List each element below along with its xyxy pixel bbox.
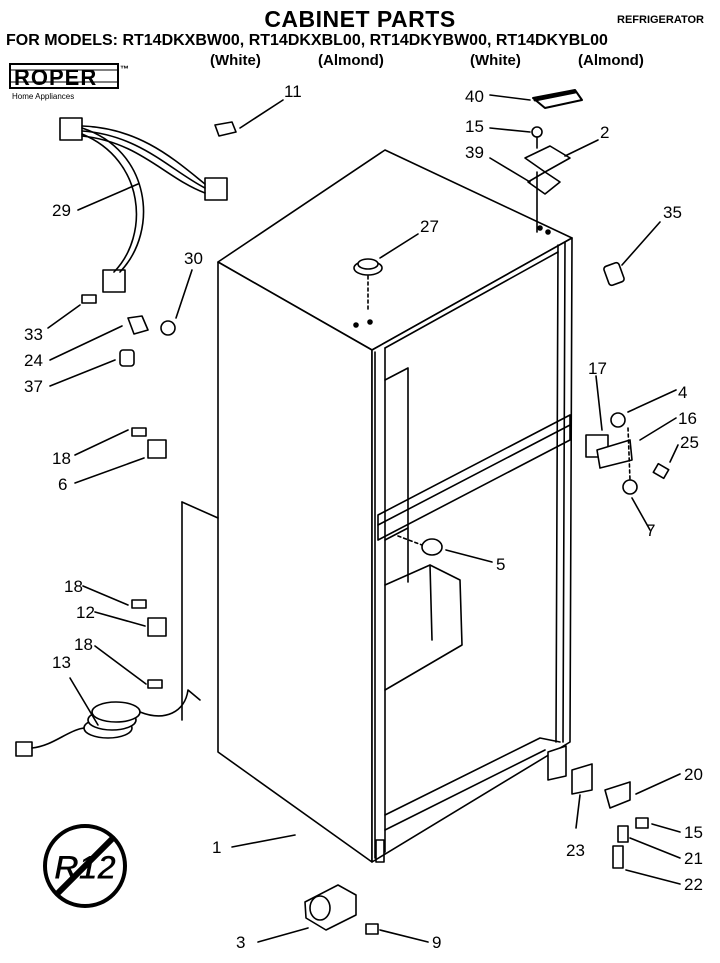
callout-label: 17 xyxy=(588,359,607,378)
callout-label: 37 xyxy=(24,377,43,396)
wiring-harness xyxy=(59,117,228,293)
callout-label: 23 xyxy=(566,841,585,860)
variant-label: (Almond) xyxy=(318,52,384,69)
refrigerator-cabinet xyxy=(181,149,573,863)
callout-label: 24 xyxy=(24,351,43,370)
callout-label: 39 xyxy=(465,143,484,162)
callout-label: 18 xyxy=(74,635,93,654)
callout-label: 4 xyxy=(678,383,687,402)
power-cord xyxy=(15,689,201,757)
callout-label: 27 xyxy=(420,217,439,236)
callout-label: 15 xyxy=(465,117,484,136)
callout-label: 30 xyxy=(184,249,203,268)
top-hinge-assembly xyxy=(524,89,583,235)
callout-label: 21 xyxy=(684,849,703,868)
callout-label: 5 xyxy=(496,555,505,574)
refrigerant-r12-badge: R12 xyxy=(43,824,127,908)
callout-label: 13 xyxy=(52,653,71,672)
callout-label: 18 xyxy=(64,577,83,596)
variant-label: (White) xyxy=(470,52,521,69)
callout-label: 3 xyxy=(236,933,245,952)
brand-tagline: Home Appliances xyxy=(12,92,74,101)
callout-label: 16 xyxy=(678,409,697,428)
callout-label: 2 xyxy=(600,123,609,142)
callout-label: 18 xyxy=(52,449,71,468)
callout-label: 11 xyxy=(284,82,302,101)
roper-logo: ROPER ™ Home Appliances xyxy=(9,63,129,101)
callout-labels: 11 40 15 2 39 35 29 27 30 33 24 37 17 4 … xyxy=(24,82,703,952)
brand-name: ROPER xyxy=(14,65,97,90)
callout-label: 7 xyxy=(646,521,655,540)
callout-label: 25 xyxy=(680,433,699,452)
models-line: FOR MODELS: RT14DKXBW00, RT14DKXBL00, RT… xyxy=(6,32,608,49)
callout-leaders xyxy=(47,94,681,943)
variant-label: (White) xyxy=(210,52,261,69)
callout-label: 1 xyxy=(212,838,221,857)
callout-label: 15 xyxy=(684,823,703,842)
callout-label: 6 xyxy=(58,475,67,494)
document-type-label: REFRIGERATOR xyxy=(617,14,704,26)
variant-label: (Almond) xyxy=(578,52,644,69)
page-title: CABINET PARTS xyxy=(264,6,456,32)
callout-label: 22 xyxy=(684,875,703,894)
callout-label: 20 xyxy=(684,765,703,784)
misc-parts xyxy=(81,121,670,935)
callout-label: 9 xyxy=(432,933,441,952)
brand-trademark: ™ xyxy=(120,64,129,74)
callout-label: 40 xyxy=(465,87,484,106)
callout-label: 12 xyxy=(76,603,95,622)
callout-label: 29 xyxy=(52,201,71,220)
callout-label: 35 xyxy=(663,203,682,222)
callout-label: 33 xyxy=(24,325,43,344)
